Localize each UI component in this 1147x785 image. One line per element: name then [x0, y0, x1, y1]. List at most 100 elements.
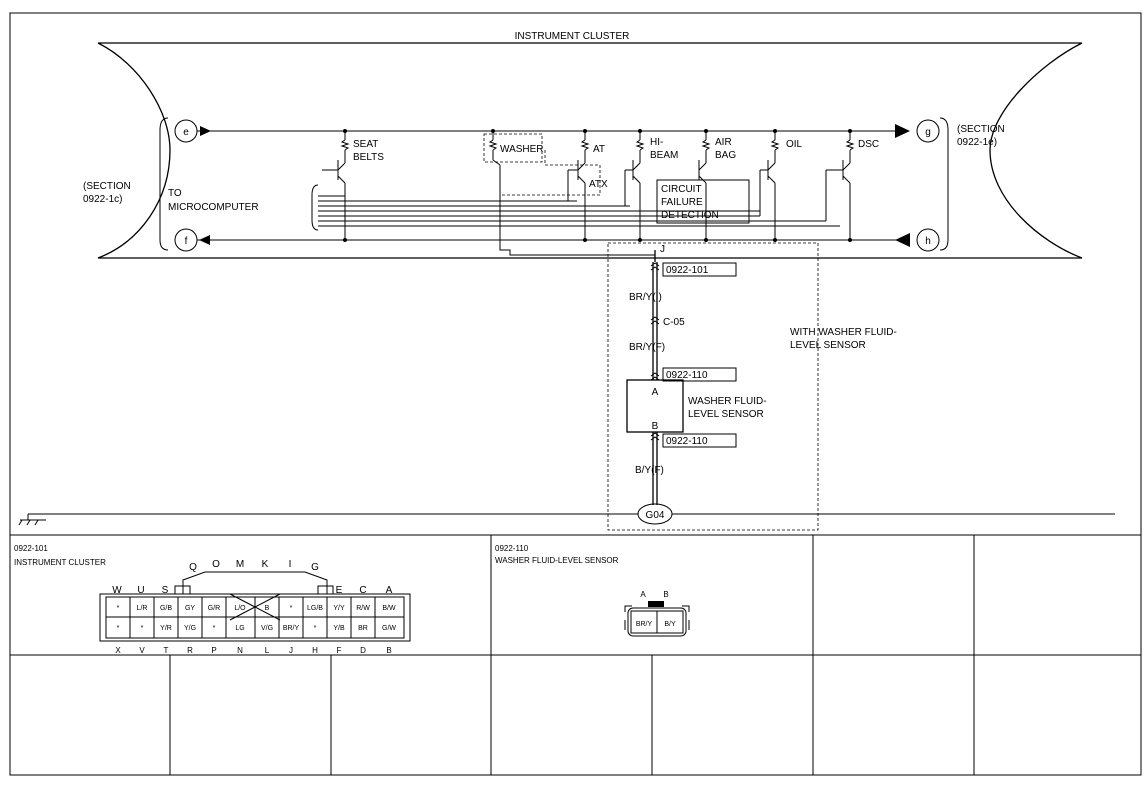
svg-text:*: *	[117, 625, 120, 632]
svg-text:*: *	[141, 625, 144, 632]
svg-text:D: D	[360, 646, 366, 655]
svg-text:B/W: B/W	[382, 605, 396, 612]
circuit-failure-detection-label: CIRCUIT	[661, 184, 702, 195]
circuit-failure-detection-box	[656, 179, 750, 224]
connector-1-face	[99, 571, 411, 642]
diagram-title: INSTRUMENT CLUSTER	[515, 31, 630, 42]
svg-text:Y/B: Y/B	[333, 625, 345, 632]
connector-label-0922-110-bottom: 0922-110	[666, 436, 708, 447]
svg-text:G/R: G/R	[208, 605, 220, 612]
svg-text:W: W	[112, 585, 122, 596]
connector-label-c05: C-05	[663, 317, 685, 328]
lamp-atx: ATX	[589, 179, 608, 190]
node-h	[916, 228, 940, 252]
connector-2-code: 0922-110	[495, 544, 529, 553]
svg-text:BAG: BAG	[715, 150, 736, 161]
svg-text:B/Y: B/Y	[664, 621, 676, 628]
instrument-cluster-outline	[97, 42, 1083, 259]
svg-text:Y/Y: Y/Y	[333, 605, 345, 612]
svg-text:S: S	[162, 585, 169, 596]
svg-text:L: L	[265, 646, 270, 655]
connector-2-face	[624, 601, 690, 637]
svg-text:f: f	[185, 236, 188, 247]
svg-text:E: E	[336, 585, 343, 596]
node-g	[916, 119, 940, 143]
connector-1-code: 0922-101	[14, 544, 48, 553]
svg-text:g: g	[925, 127, 931, 138]
svg-text:e: e	[183, 127, 189, 138]
lamp-at: AT	[593, 144, 605, 155]
section-right-label: (SECTION	[957, 124, 1005, 135]
svg-text:LG: LG	[235, 625, 244, 632]
svg-text:LG/B: LG/B	[307, 605, 323, 612]
lamp-dsc: DSC	[858, 139, 879, 150]
connector-label-0922-110-top: 0922-110	[666, 370, 708, 381]
svg-text:H: H	[312, 646, 318, 655]
svg-text:0922-1e): 0922-1e)	[957, 137, 997, 148]
svg-text:A: A	[386, 585, 393, 596]
svg-text:G04: G04	[646, 510, 665, 521]
svg-text:L/R: L/R	[137, 605, 148, 612]
lamp-air-bag: AIR	[715, 137, 732, 148]
svg-text:J: J	[289, 646, 293, 655]
connector-label-0922-101: 0922-101	[666, 265, 709, 276]
svg-text:BR/Y: BR/Y	[283, 625, 300, 632]
to-microcomputer-label: TO	[168, 188, 182, 199]
svg-text:V/G: V/G	[261, 625, 273, 632]
svg-text:B: B	[265, 605, 270, 612]
svg-text:B: B	[652, 421, 659, 432]
svg-text:LEVEL SENSOR: LEVEL SENSOR	[790, 340, 866, 351]
ground-symbol	[18, 514, 46, 526]
wire-label-bry-i: BR/Y(I)	[629, 292, 662, 303]
svg-text:BEAM: BEAM	[650, 150, 678, 161]
svg-text:G: G	[311, 562, 319, 573]
svg-text:BR: BR	[358, 625, 368, 632]
wire-label-by-f: B/Y(F)	[635, 465, 664, 476]
svg-text:*: *	[213, 625, 216, 632]
pin-j-label: J	[660, 244, 665, 255]
svg-text:L/O: L/O	[234, 605, 246, 612]
lamp-washer: WASHER	[500, 144, 544, 155]
connector-2-name: WASHER FLUID-LEVEL SENSOR	[495, 556, 619, 565]
washer-fluid-level-sensor-box	[626, 379, 684, 433]
svg-text:O: O	[212, 559, 220, 570]
section-left-label: (SECTION	[83, 181, 131, 192]
svg-text:GY: GY	[185, 605, 195, 612]
svg-text:LEVEL SENSOR: LEVEL SENSOR	[688, 409, 764, 420]
svg-text:M: M	[236, 559, 244, 570]
svg-text:C: C	[359, 585, 366, 596]
svg-text:h: h	[925, 236, 931, 247]
lamp-seat-belts: SEAT	[353, 139, 378, 150]
svg-text:F: F	[337, 646, 342, 655]
svg-text:*: *	[314, 625, 317, 632]
page-frame	[9, 12, 1142, 776]
svg-text:DETECTION: DETECTION	[661, 210, 719, 221]
svg-text:BR/Y: BR/Y	[636, 621, 653, 628]
svg-text:0922-1c): 0922-1c)	[83, 194, 122, 205]
svg-text:V: V	[139, 646, 145, 655]
svg-text:P: P	[211, 646, 216, 655]
svg-text:B: B	[386, 646, 391, 655]
svg-text:*: *	[290, 605, 293, 612]
wire-label-bry-f: BR/Y(F)	[629, 342, 665, 353]
svg-text:N: N	[237, 646, 243, 655]
connector-1-name: INSTRUMENT CLUSTER	[14, 558, 106, 567]
svg-text:I: I	[289, 559, 292, 570]
svg-text:BELTS: BELTS	[353, 152, 384, 163]
svg-text:Y/G: Y/G	[184, 625, 196, 632]
svg-text:R: R	[187, 646, 193, 655]
svg-text:Q: Q	[189, 562, 197, 573]
washer-dashed-box	[483, 133, 543, 163]
lamp-hi-beam: HI-	[650, 137, 663, 148]
sensor-label: WASHER FLUID-	[688, 396, 767, 407]
svg-text:MICROCOMPUTER: MICROCOMPUTER	[168, 202, 259, 213]
option-label: WITH WASHER FLUID-	[790, 327, 897, 338]
svg-text:K: K	[262, 559, 269, 570]
svg-text:*: *	[117, 605, 120, 612]
svg-text:A: A	[640, 590, 646, 599]
svg-text:T: T	[164, 646, 169, 655]
svg-text:R/W: R/W	[356, 605, 370, 612]
lamp-oil: OIL	[786, 139, 803, 150]
svg-text:B: B	[663, 590, 668, 599]
svg-text:Y/R: Y/R	[160, 625, 172, 632]
